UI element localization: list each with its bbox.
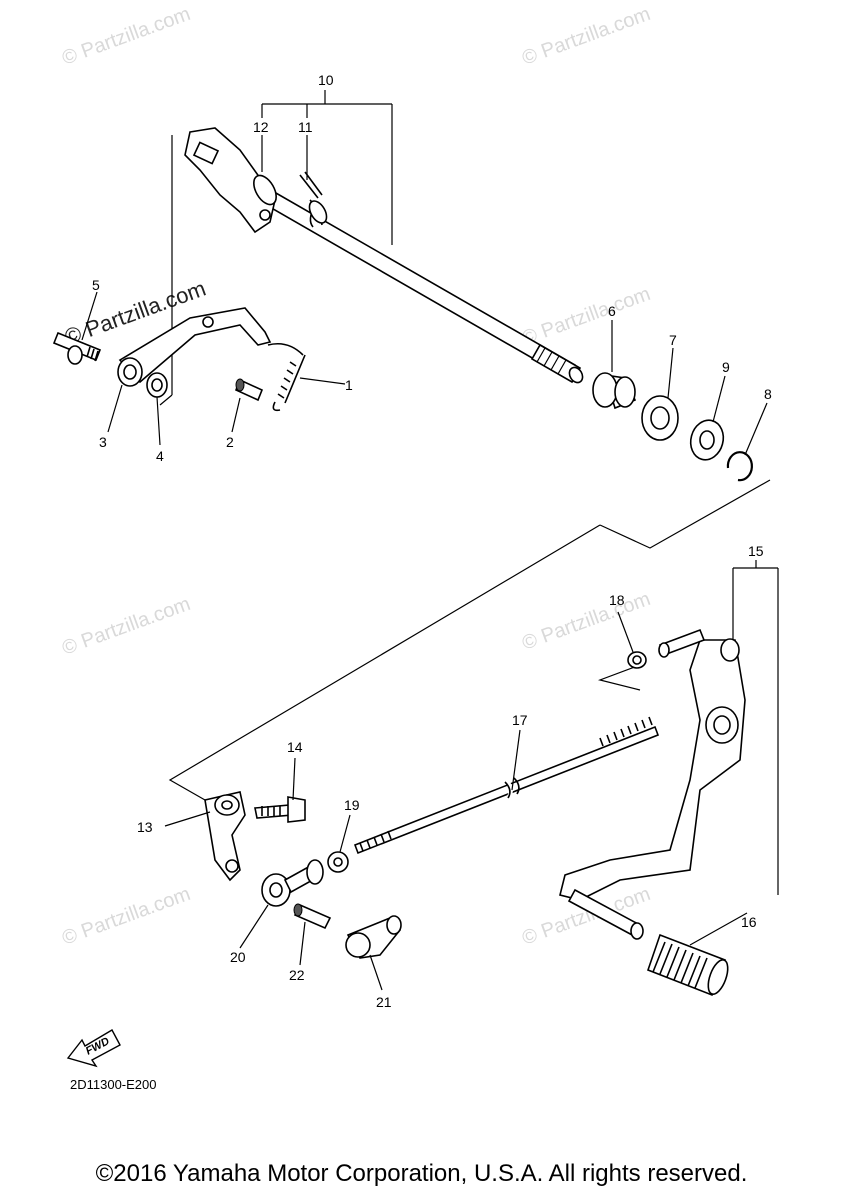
callout-19: 19 xyxy=(344,797,360,813)
rod-joint xyxy=(261,851,402,959)
callout-12: 12 xyxy=(253,119,269,135)
shift-rod xyxy=(353,716,660,855)
callout-20: 20 xyxy=(230,949,246,965)
watermark: © Partzilla.com xyxy=(519,3,653,70)
watermark: © Partzilla.com xyxy=(519,283,653,350)
callouts: 10 12 11 5 1 2 3 4 6 7 9 8 15 18 17 14 1… xyxy=(92,72,772,1010)
shift-shaft xyxy=(184,127,584,384)
shift-lever xyxy=(559,628,746,997)
callout-11: 11 xyxy=(298,119,313,135)
shift-arm xyxy=(204,791,306,882)
callout-18: 18 xyxy=(609,592,625,608)
callout-13: 13 xyxy=(137,819,153,835)
callout-8: 8 xyxy=(764,386,772,402)
callout-5: 5 xyxy=(92,277,100,293)
fwd-arrow-icon: FWD xyxy=(66,1029,121,1068)
callout-3: 3 xyxy=(99,434,107,450)
callout-2: 2 xyxy=(226,434,234,450)
shaft-parts xyxy=(592,372,753,482)
callout-16: 16 xyxy=(741,914,757,930)
copyright-notice: ©2016 Yamaha Motor Corporation, U.S.A. A… xyxy=(95,1160,748,1187)
callout-21: 21 xyxy=(376,994,392,1010)
connector-line-right xyxy=(597,664,641,691)
watermark: © Partzilla.com xyxy=(59,593,193,660)
callout-9: 9 xyxy=(722,359,730,375)
callout-6: 6 xyxy=(608,303,616,319)
callout-14: 14 xyxy=(287,739,303,755)
leader-lines xyxy=(81,291,768,991)
connector-line xyxy=(168,524,601,801)
callout-17: 17 xyxy=(512,712,528,728)
bracket-15 xyxy=(732,560,779,895)
callout-1: 1 xyxy=(345,377,353,393)
callout-7: 7 xyxy=(669,332,677,348)
stopper-lever xyxy=(52,307,272,398)
callout-22: 22 xyxy=(289,967,305,983)
bracket-10 xyxy=(261,90,393,245)
callout-4: 4 xyxy=(156,448,164,464)
watermark: © Partzilla.com xyxy=(59,883,193,950)
diagram-code: 2D11300-E200 xyxy=(70,1077,157,1092)
callout-10: 10 xyxy=(318,72,334,88)
watermark: © Partzilla.com xyxy=(519,588,653,655)
callout-15: 15 xyxy=(748,543,764,559)
spring-and-bolt xyxy=(234,342,306,412)
watermark: © Partzilla.com xyxy=(59,3,193,70)
